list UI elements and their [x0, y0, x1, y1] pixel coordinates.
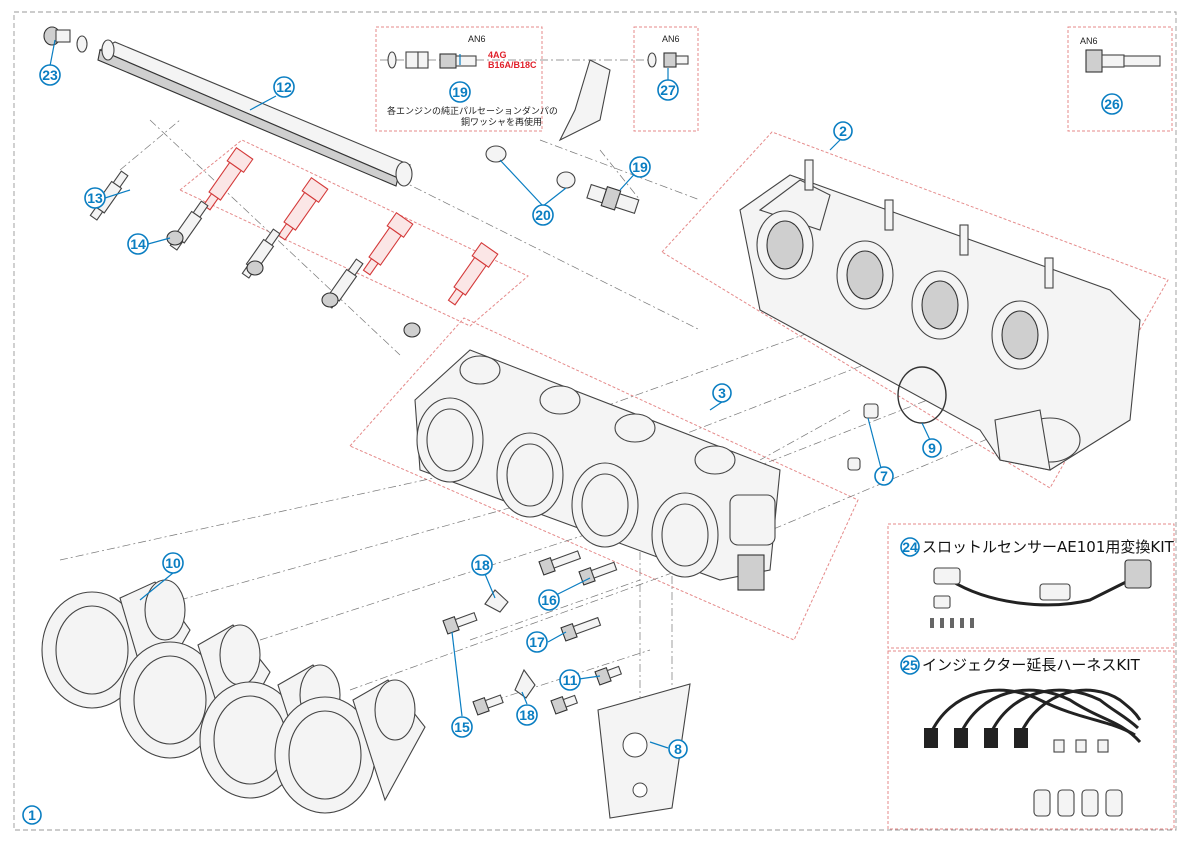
callout-12: 12 — [273, 76, 295, 98]
svg-text:13: 13 — [87, 190, 103, 206]
svg-text:9: 9 — [928, 440, 936, 456]
callout-10: 10 — [162, 552, 184, 574]
svg-text:23: 23 — [42, 67, 58, 83]
end-plug — [43, 26, 88, 53]
tps-adapter-harness — [930, 559, 1152, 628]
callout-24: 24 — [900, 537, 920, 557]
kit-24-title: スロットルセンサーAE101用変換KIT — [922, 538, 1175, 556]
callout-3: 3 — [712, 383, 732, 403]
fuel-rail — [97, 39, 413, 187]
svg-text:25: 25 — [902, 657, 918, 673]
svg-text:14: 14 — [130, 236, 146, 252]
svg-text:8: 8 — [674, 741, 682, 757]
svg-text:11: 11 — [563, 672, 578, 688]
an6-label-right: AN6 — [662, 34, 680, 44]
svg-text:20: 20 — [535, 207, 551, 223]
callout-13: 13 — [84, 187, 106, 209]
svg-text:18: 18 — [474, 557, 490, 573]
callout-20: 20 — [532, 204, 554, 226]
an6-label-fitting-26: AN6 — [1080, 36, 1098, 46]
callout-leaders — [49, 39, 931, 749]
callout-26: 26 — [1101, 93, 1123, 115]
callout-9: 9 — [922, 438, 942, 458]
fitting-26-box — [1067, 26, 1173, 132]
svg-text:3: 3 — [718, 385, 726, 401]
intake-manifold — [739, 159, 1141, 471]
svg-text:19: 19 — [452, 84, 468, 100]
engine-code-b16a-b18c: B16A/B18C — [488, 60, 537, 70]
callout-27: 27 — [657, 79, 679, 101]
svg-text:26: 26 — [1104, 96, 1120, 112]
svg-text:1: 1 — [28, 807, 36, 823]
callout-17: 17 — [526, 631, 548, 653]
svg-text:24: 24 — [902, 539, 918, 555]
engine-code-4ag: 4AG — [488, 50, 507, 60]
an6-fitting-box-right — [633, 26, 699, 132]
svg-text:10: 10 — [165, 555, 181, 571]
bolts-and-brackets — [442, 550, 623, 716]
callout-18-upper: 18 — [471, 554, 493, 576]
throttle-bodies — [414, 349, 781, 591]
svg-text:12: 12 — [276, 79, 292, 95]
manifold-box — [661, 131, 1169, 489]
svg-text:27: 27 — [660, 82, 676, 98]
svg-text:2: 2 — [839, 123, 847, 139]
callout-15: 15 — [451, 716, 473, 738]
callout-16: 16 — [538, 589, 560, 611]
callout-19-upper: 19 — [449, 81, 471, 103]
callout-25: 25 — [900, 655, 920, 675]
svg-text:18: 18 — [519, 707, 535, 723]
svg-text:7: 7 — [880, 468, 888, 484]
callout-14: 14 — [127, 233, 149, 255]
svg-text:17: 17 — [529, 634, 545, 650]
callout-2: 2 — [833, 121, 853, 141]
washer-note-line-2: 銅ワッシャを再使用 — [461, 116, 542, 127]
dowel-collars — [847, 403, 879, 471]
fitting-washers — [485, 59, 640, 215]
callout-23: 23 — [39, 64, 61, 86]
callout-1: 1 — [22, 805, 42, 825]
injector-box — [179, 139, 529, 327]
injector-extension-harness — [924, 688, 1142, 817]
washer-note-line-1: 各エンジンの純正パルセーションダンパの — [387, 105, 558, 116]
svg-text:19: 19 — [632, 159, 648, 175]
kit-25-title: インジェクター延長ハーネスKIT — [922, 656, 1141, 674]
callout-8: 8 — [668, 739, 688, 759]
injector-collars — [89, 170, 421, 338]
an6-label-left: AN6 — [468, 34, 486, 44]
svg-text:16: 16 — [541, 592, 557, 608]
kit-25-box — [887, 650, 1175, 830]
callout-11: 11 — [559, 669, 581, 691]
throttle-stay-bracket — [597, 683, 691, 819]
callout-18-lower: 18 — [516, 704, 538, 726]
kit-24-box — [887, 523, 1175, 649]
callout-7: 7 — [874, 466, 894, 486]
callout-19-lower: 19 — [629, 156, 651, 178]
assembly-border — [13, 11, 1177, 831]
an6-fittings — [387, 49, 1161, 73]
an6-fitting-box-left — [375, 26, 543, 132]
svg-text:15: 15 — [454, 719, 470, 735]
throttle-body-box — [349, 317, 859, 641]
injectors — [202, 146, 499, 306]
velocity-stacks — [41, 579, 426, 814]
